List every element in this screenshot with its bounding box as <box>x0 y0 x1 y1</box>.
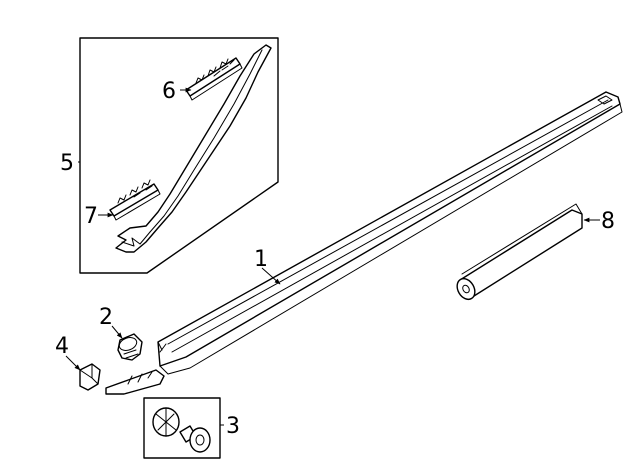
part-2-clip <box>117 333 143 361</box>
callout-2: 2 <box>99 305 113 330</box>
callout-4: 4 <box>55 334 69 359</box>
part-5-pillar-trim <box>115 44 272 253</box>
part-4-retainer <box>79 363 101 391</box>
part-1-rocker-molding <box>105 91 623 395</box>
part-8-pad <box>456 203 583 301</box>
callout-7: 7 <box>84 204 98 229</box>
callout-6: 6 <box>162 79 176 104</box>
callout-3: 3 <box>226 414 240 439</box>
part-3-fastener-set <box>143 397 221 459</box>
callout-1: 1 <box>254 247 268 272</box>
leader-lines <box>65 87 600 426</box>
part-6-clip-strip <box>185 57 243 101</box>
callout-8: 8 <box>601 209 615 234</box>
callout-5: 5 <box>60 151 74 176</box>
